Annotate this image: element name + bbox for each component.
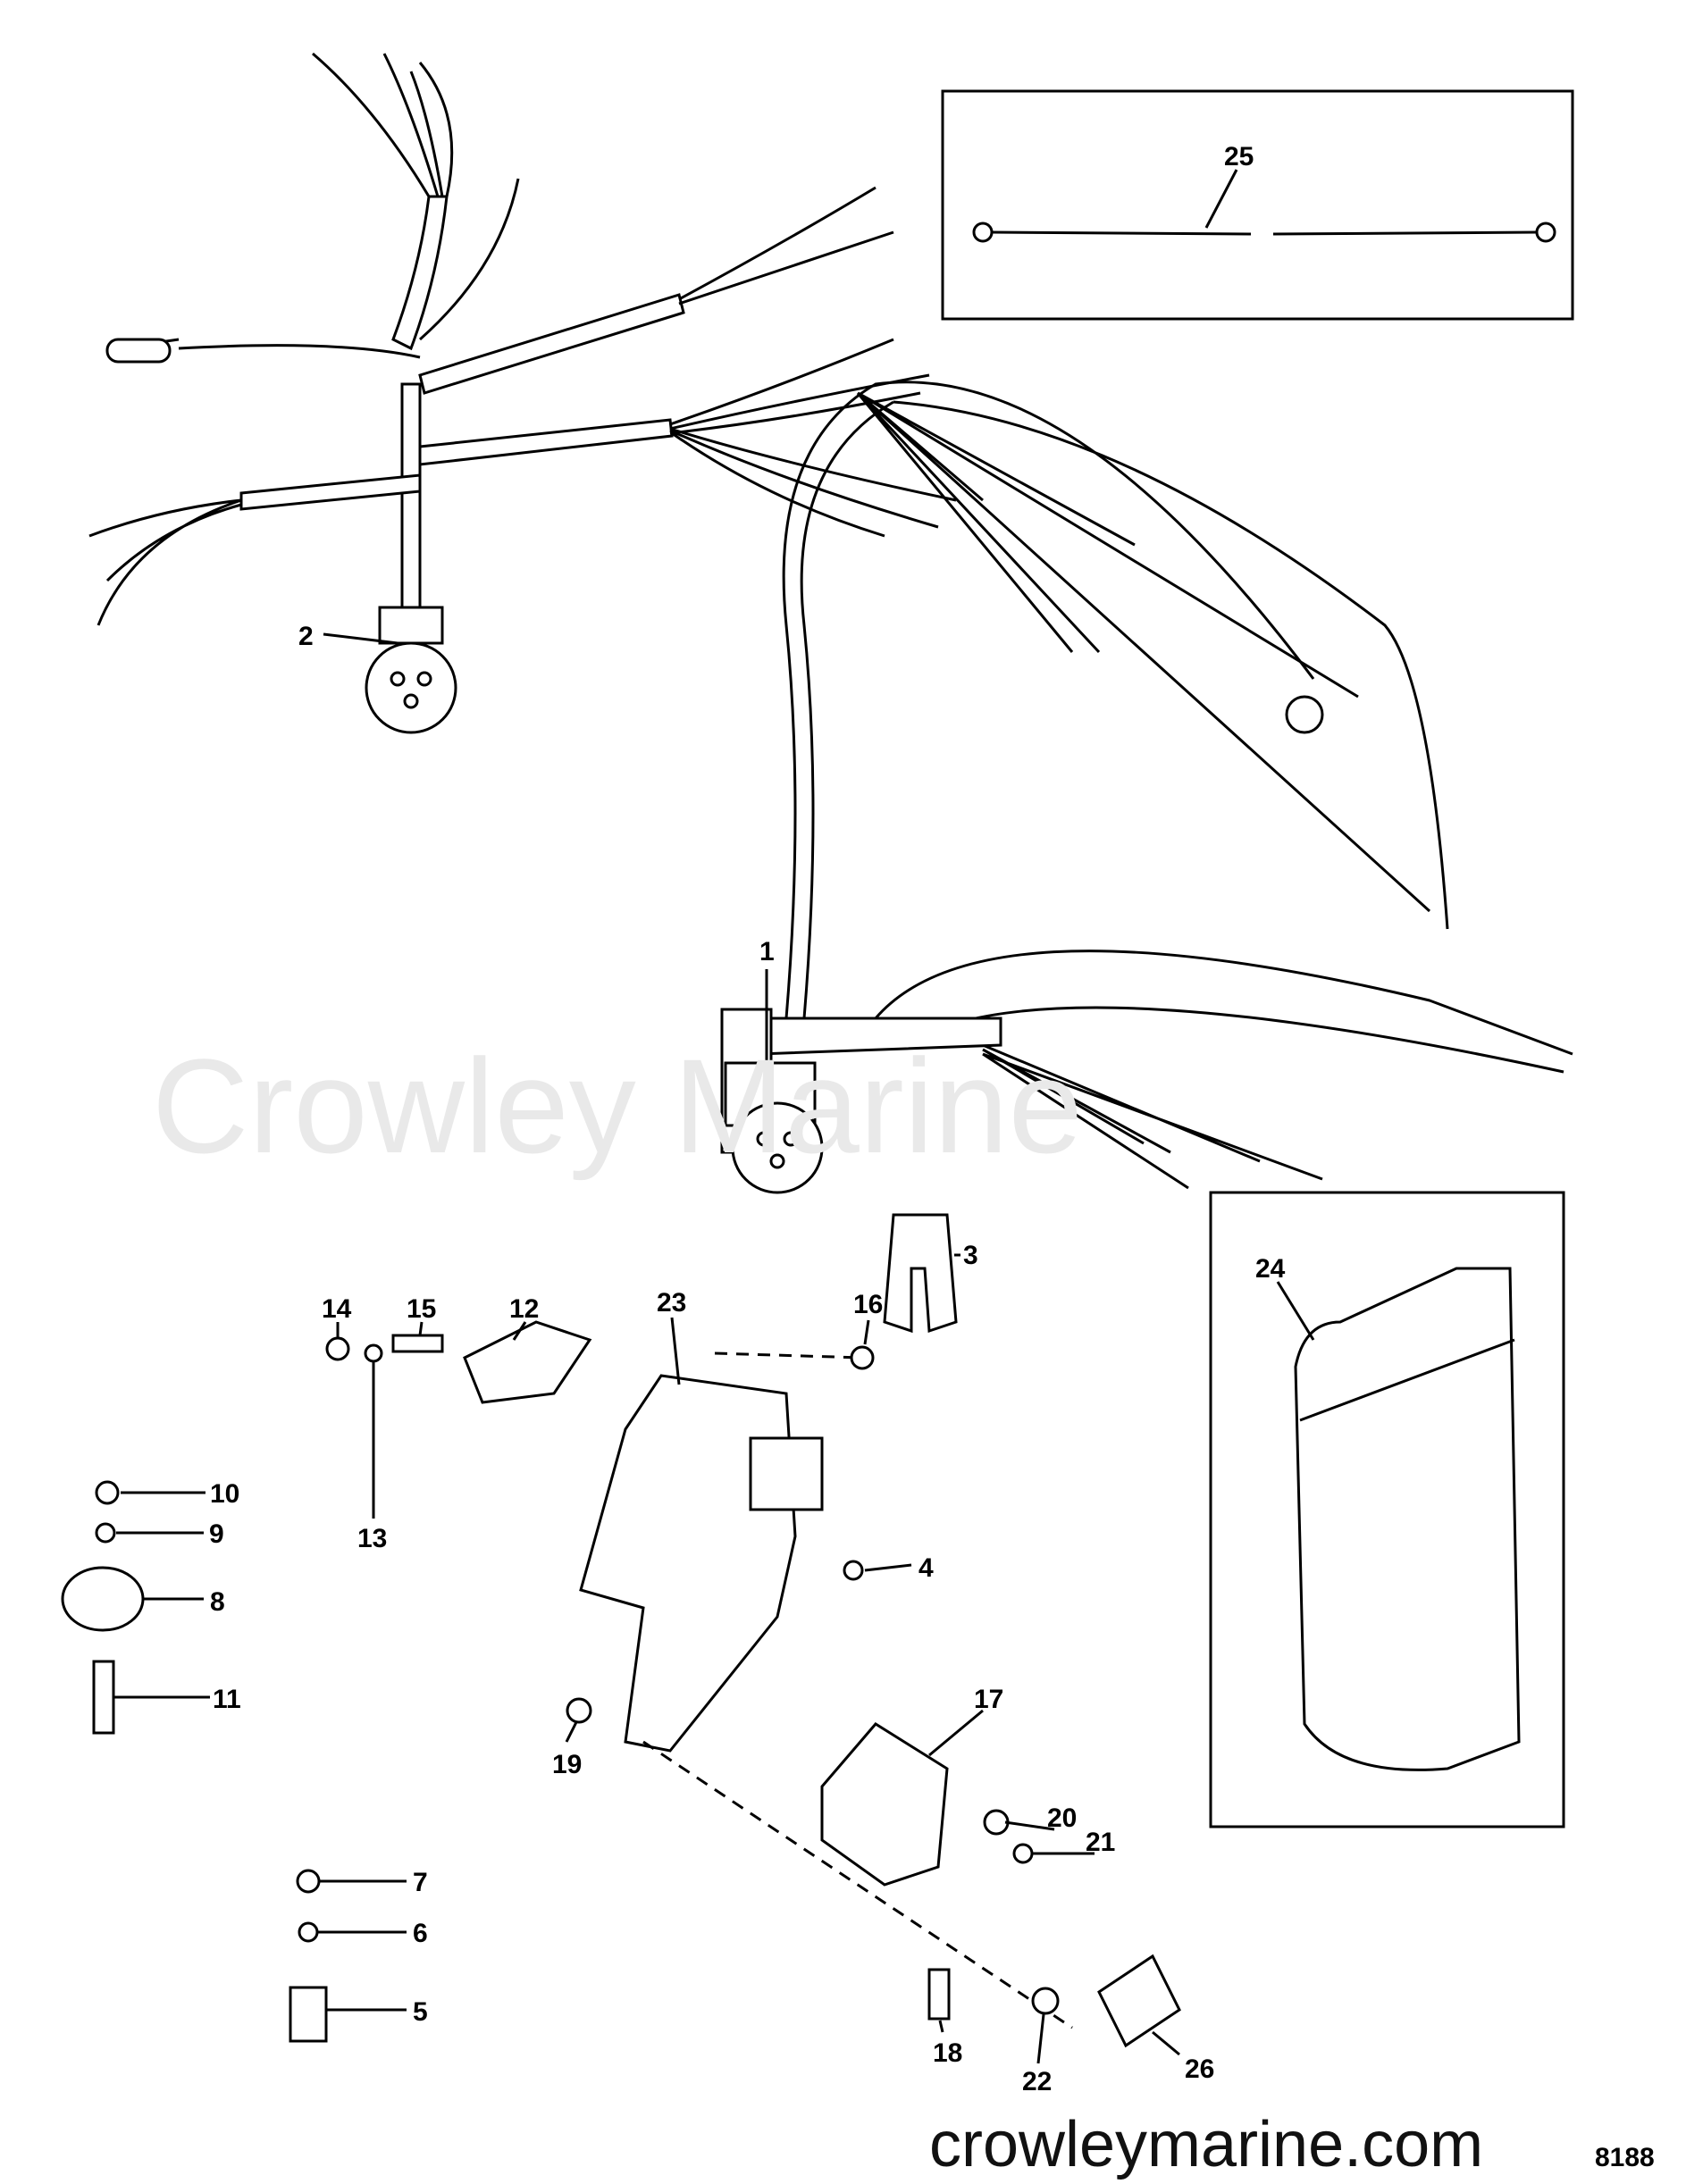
callout-1: 1 bbox=[759, 937, 775, 966]
callout-7: 7 bbox=[413, 1868, 428, 1897]
diagram-number: 8188 bbox=[1595, 2143, 1655, 2172]
callout-19: 19 bbox=[552, 1750, 582, 1779]
part-5-sender bbox=[289, 1986, 328, 2043]
callout-15: 15 bbox=[407, 1294, 436, 1324]
part-10-nut bbox=[95, 1480, 120, 1505]
part-1-main-harness bbox=[720, 381, 1573, 1194]
part-23-opening bbox=[749, 1436, 824, 1511]
part-7-nut bbox=[296, 1869, 321, 1894]
callout-5: 5 bbox=[413, 1997, 428, 2027]
part-12-component bbox=[463, 1320, 592, 1404]
callout-12: 12 bbox=[509, 1294, 539, 1324]
callout-16: 16 bbox=[853, 1290, 883, 1319]
inset-box-ground-strap bbox=[941, 89, 1574, 321]
inset-box-plate bbox=[1209, 1191, 1565, 1828]
callout-13: 13 bbox=[357, 1524, 387, 1553]
callout-24: 24 bbox=[1255, 1254, 1286, 1284]
callout-9: 9 bbox=[209, 1519, 224, 1549]
part-17-solenoid bbox=[820, 1722, 949, 1887]
callout-3: 3 bbox=[963, 1241, 978, 1270]
part-13-washer bbox=[364, 1343, 383, 1363]
part-2-engine-harness bbox=[88, 52, 957, 734]
part-9-washer bbox=[95, 1522, 116, 1544]
callout-4: 4 bbox=[918, 1553, 934, 1583]
part-22-nut bbox=[1031, 1987, 1060, 2015]
callout-22: 22 bbox=[1022, 2067, 1052, 2096]
leader-lines bbox=[113, 169, 1315, 2064]
part-6-washer bbox=[298, 1921, 319, 1943]
callout-6: 6 bbox=[413, 1919, 428, 1948]
part-25-ground-strap bbox=[972, 222, 1556, 243]
part-18-bolt bbox=[927, 1968, 951, 2021]
callout-21: 21 bbox=[1086, 1828, 1115, 1857]
part-3-grommet bbox=[883, 1213, 958, 1334]
callout-2: 2 bbox=[298, 622, 314, 651]
part-15-screw bbox=[391, 1334, 444, 1353]
callout-25: 25 bbox=[1224, 142, 1254, 172]
callout-10: 10 bbox=[210, 1479, 239, 1509]
part-16-nut bbox=[850, 1345, 875, 1370]
callout-18: 18 bbox=[933, 2038, 962, 2068]
callout-26: 26 bbox=[1185, 2054, 1214, 2084]
part-21-nut bbox=[1012, 1843, 1034, 1864]
part-19-nut bbox=[566, 1697, 592, 1724]
part-20-washer bbox=[983, 1809, 1010, 1836]
website-watermark: crowleymarine.com bbox=[929, 2109, 1483, 2180]
part-4-screw bbox=[843, 1560, 864, 1581]
callout-8: 8 bbox=[210, 1587, 225, 1617]
callout-23: 23 bbox=[657, 1288, 686, 1318]
part-23-bracket bbox=[579, 1374, 797, 1753]
callout-11: 11 bbox=[213, 1685, 241, 1714]
part-14-nut bbox=[325, 1336, 350, 1361]
part-8-switch bbox=[61, 1566, 145, 1632]
part-24-plate bbox=[1294, 1267, 1521, 1771]
part-11-stud bbox=[92, 1660, 115, 1735]
part-26-clip bbox=[1097, 1954, 1181, 2048]
watermark: Crowley Marine bbox=[152, 1031, 1083, 1181]
callout-20: 20 bbox=[1047, 1803, 1077, 1833]
callout-14: 14 bbox=[322, 1294, 352, 1324]
callout-17: 17 bbox=[974, 1685, 1003, 1714]
